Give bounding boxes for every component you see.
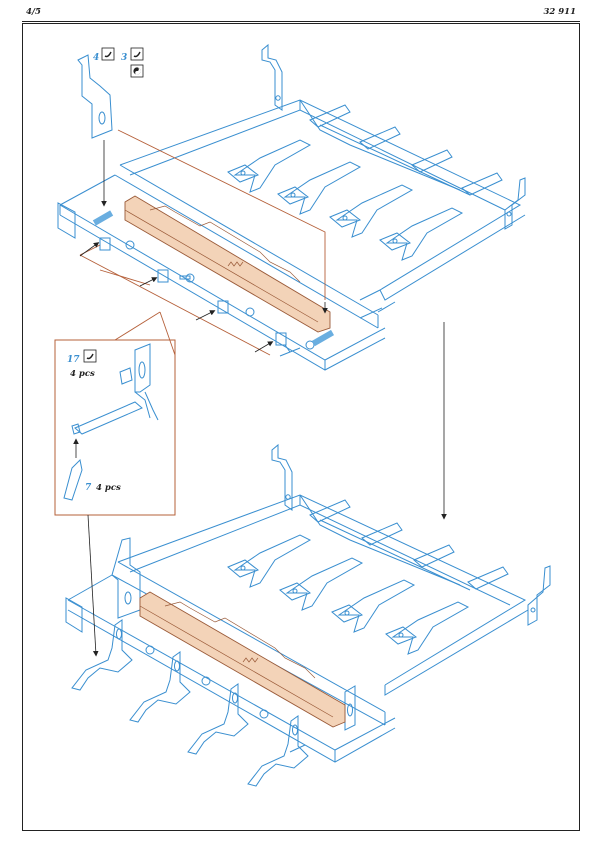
bottom-hanging-clips [71, 619, 309, 787]
top-upright-bracket [261, 43, 283, 111]
detail-part-7 [63, 458, 83, 501]
product-code: 32 911 [543, 7, 576, 17]
top-rail-holes [125, 240, 315, 350]
top-callouts: 4 3 [93, 47, 144, 78]
top-springs [227, 104, 503, 261]
top-tan-strip [124, 195, 331, 333]
bend-icon [130, 47, 144, 61]
top-cross-struts [299, 99, 471, 196]
part-4-bracket [77, 54, 113, 139]
bottom-upright-bracket [271, 443, 293, 511]
detail-7-number: 7 [85, 483, 92, 493]
detail-box: 17 4 pcs 7 4 pcs [54, 339, 176, 516]
assembly-arrows [79, 140, 447, 657]
bottom-cross-struts [299, 494, 471, 591]
page-frame [22, 23, 580, 831]
top-assembly [57, 43, 526, 371]
detail-part-17 [71, 343, 159, 435]
top-frame-outline [57, 99, 526, 371]
drill-hole-icon [130, 64, 144, 78]
bottom-tan-strip [139, 591, 346, 728]
bottom-left-bracket [111, 537, 141, 619]
top-rail-clips [99, 237, 287, 346]
bottom-springs [227, 499, 509, 655]
bottom-right-bracket [527, 565, 551, 626]
header-rule [22, 21, 580, 22]
detail-17-number: 17 [67, 355, 80, 365]
page-number: 4/5 [26, 7, 41, 17]
detail-7-qty: 4 pcs [96, 483, 121, 493]
bottom-assembly [65, 443, 551, 787]
bend-icon [101, 47, 115, 61]
bottom-rail-holes [145, 645, 269, 719]
callout-3-number: 3 [121, 53, 127, 63]
leader-lines [79, 129, 326, 356]
callout-4-number: 4 [93, 53, 99, 63]
top-tab-right [311, 329, 335, 347]
top-tab-left [92, 210, 114, 226]
detail-17-qty: 4 pcs [70, 369, 95, 379]
top-right-bracket [504, 177, 526, 230]
bend-icon [83, 349, 97, 363]
bottom-frame-outline [65, 494, 529, 763]
